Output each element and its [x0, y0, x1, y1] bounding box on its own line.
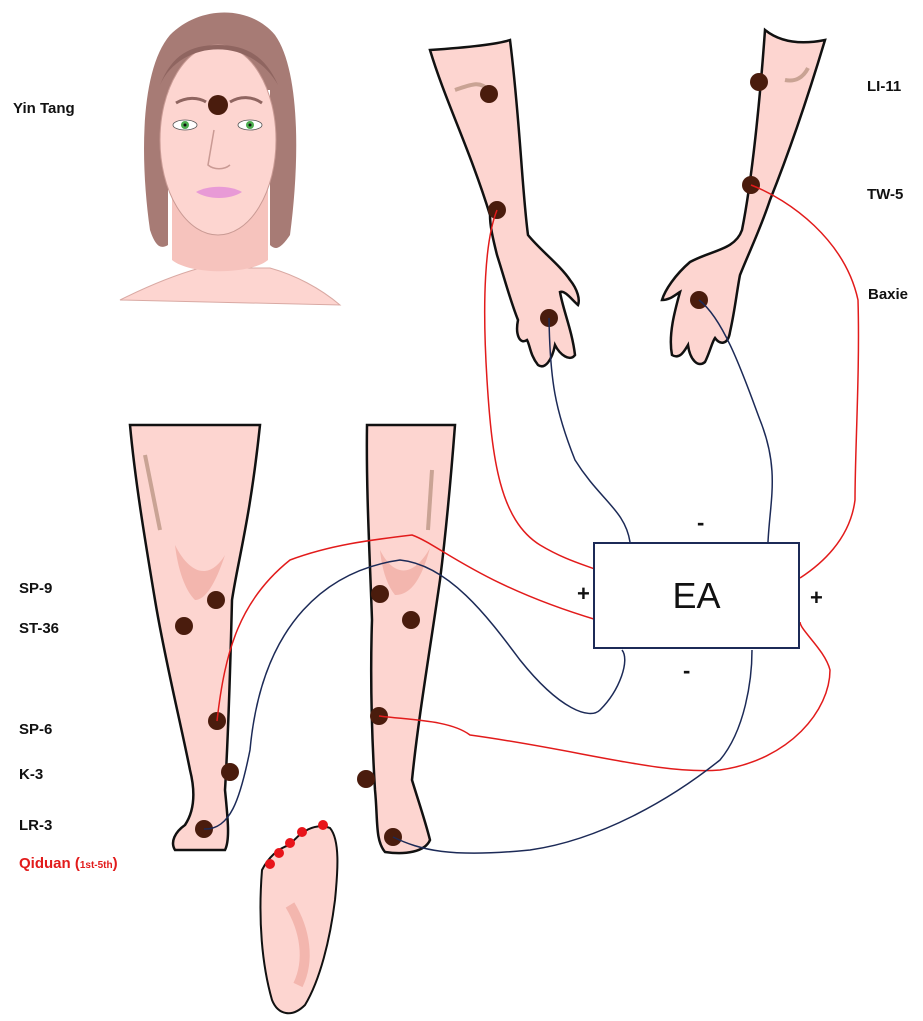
label-st36: ST-36 [19, 620, 59, 637]
ea-left-sign: + [577, 583, 590, 605]
foot-sole-illustration [260, 820, 337, 1013]
label-tw5: TW-5 [867, 186, 903, 203]
li11-right-point [750, 73, 768, 91]
yin-tang-point [208, 95, 228, 115]
label-qiduan-main: Qiduan ( [19, 855, 80, 872]
label-lr3: LR-3 [19, 817, 52, 834]
label-qiduan-sub: 1st-5th [80, 860, 113, 871]
label-baxie: Baxie [868, 286, 908, 303]
label-sp9: SP-9 [19, 580, 52, 597]
sp9-left-point [207, 591, 225, 609]
label-sp6: SP-6 [19, 721, 52, 738]
st36-right-point [402, 611, 420, 629]
qiduan-point-3 [285, 838, 295, 848]
label-k3: K-3 [19, 766, 43, 783]
k3-left-point [221, 763, 239, 781]
qiduan-point-2 [297, 827, 307, 837]
ea-device-label: EA [672, 575, 720, 617]
ea-bottom-sign: - [683, 660, 690, 682]
qiduan-point-5 [265, 859, 275, 869]
face-illustration [120, 13, 340, 306]
li11-left-point [480, 85, 498, 103]
k3-right-point [357, 770, 375, 788]
right-arm-illustration [662, 30, 825, 364]
qiduan-point-1 [318, 820, 328, 830]
left-arm-illustration [430, 40, 579, 366]
left-leg-illustration [130, 425, 260, 850]
ea-top-sign: - [697, 512, 704, 534]
sp9-right-point [371, 585, 389, 603]
label-qiduan-close: ) [113, 855, 118, 872]
ea-device-box: EA [593, 542, 800, 649]
st36-left-point [175, 617, 193, 635]
label-qiduan: Qiduan (1st-5th) [19, 855, 118, 872]
ea-right-sign: + [810, 587, 823, 609]
qiduan-point-4 [274, 848, 284, 858]
label-li11: LI-11 [867, 78, 901, 95]
label-yin-tang: Yin Tang [13, 100, 75, 117]
red-wire-right-arm [751, 185, 858, 578]
right-leg-illustration [357, 425, 455, 853]
